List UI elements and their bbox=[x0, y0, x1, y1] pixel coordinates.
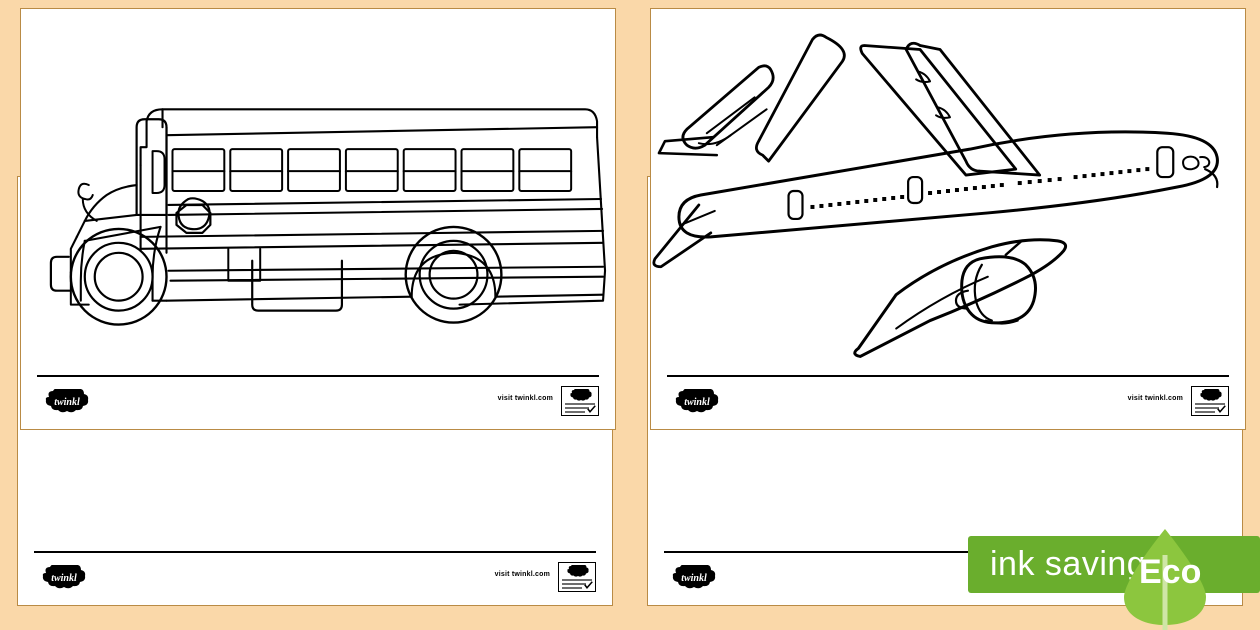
visit-url-text[interactable]: visit twinkl.com bbox=[497, 395, 553, 402]
twinkl-certificate-badge bbox=[1191, 386, 1229, 416]
badge-logo-icon bbox=[564, 565, 592, 577]
svg-text:twinkl: twinkl bbox=[54, 397, 80, 408]
ink-saving-label: ink saving bbox=[990, 545, 1147, 583]
badge-text-line bbox=[1195, 407, 1219, 409]
badge-text-line bbox=[562, 583, 586, 585]
badge-tick-icon bbox=[584, 581, 593, 589]
badge-text-line bbox=[565, 411, 585, 413]
visit-url-text[interactable]: visit twinkl.com bbox=[1127, 395, 1183, 402]
eco-badge-bar bbox=[968, 536, 1260, 593]
school-bus-illustration bbox=[21, 9, 615, 381]
badge-text-line bbox=[1195, 411, 1215, 413]
visit-url-text[interactable]: visit twinkl.com bbox=[494, 571, 550, 578]
badge-tick-icon bbox=[1217, 405, 1226, 413]
twinkl-logo: twinkl bbox=[38, 565, 90, 589]
badge-tick-icon bbox=[587, 405, 596, 413]
svg-text:twinkl: twinkl bbox=[684, 397, 710, 408]
page-school-bus[interactable]: twinkl visit twinkl.com bbox=[20, 8, 616, 430]
badge-logo-icon bbox=[1197, 389, 1225, 401]
svg-text:twinkl: twinkl bbox=[681, 573, 707, 584]
footer-divider bbox=[667, 375, 1229, 377]
twinkl-logo: twinkl bbox=[668, 565, 720, 589]
ink-saving-eco-badge[interactable]: ink saving Eco bbox=[968, 527, 1260, 630]
page-footer: twinkl visit twinkl.com bbox=[18, 551, 612, 605]
badge-text-line bbox=[562, 579, 592, 581]
page-footer: twinkl visit twinkl.com bbox=[651, 375, 1245, 429]
footer-divider bbox=[664, 551, 1226, 553]
leaf-icon bbox=[1118, 527, 1212, 630]
footer-divider bbox=[34, 551, 596, 553]
twinkl-logo: twinkl bbox=[41, 389, 93, 413]
twinkl-logo: twinkl bbox=[671, 389, 723, 413]
badge-text-line bbox=[1195, 403, 1225, 405]
page-footer: twinkl visit twinkl.com bbox=[21, 375, 615, 429]
page-airplane[interactable]: twinkl visit twinkl.com bbox=[650, 8, 1246, 430]
badge-text-line bbox=[565, 403, 595, 405]
airplane-illustration bbox=[651, 9, 1245, 381]
eco-label: Eco bbox=[1139, 553, 1202, 591]
footer-divider bbox=[37, 375, 599, 377]
badge-text-line bbox=[565, 407, 589, 409]
twinkl-certificate-badge bbox=[558, 562, 596, 592]
badge-logo-icon bbox=[567, 389, 595, 401]
twinkl-certificate-badge bbox=[561, 386, 599, 416]
svg-text:twinkl: twinkl bbox=[51, 573, 77, 584]
badge-text-line bbox=[562, 587, 582, 589]
